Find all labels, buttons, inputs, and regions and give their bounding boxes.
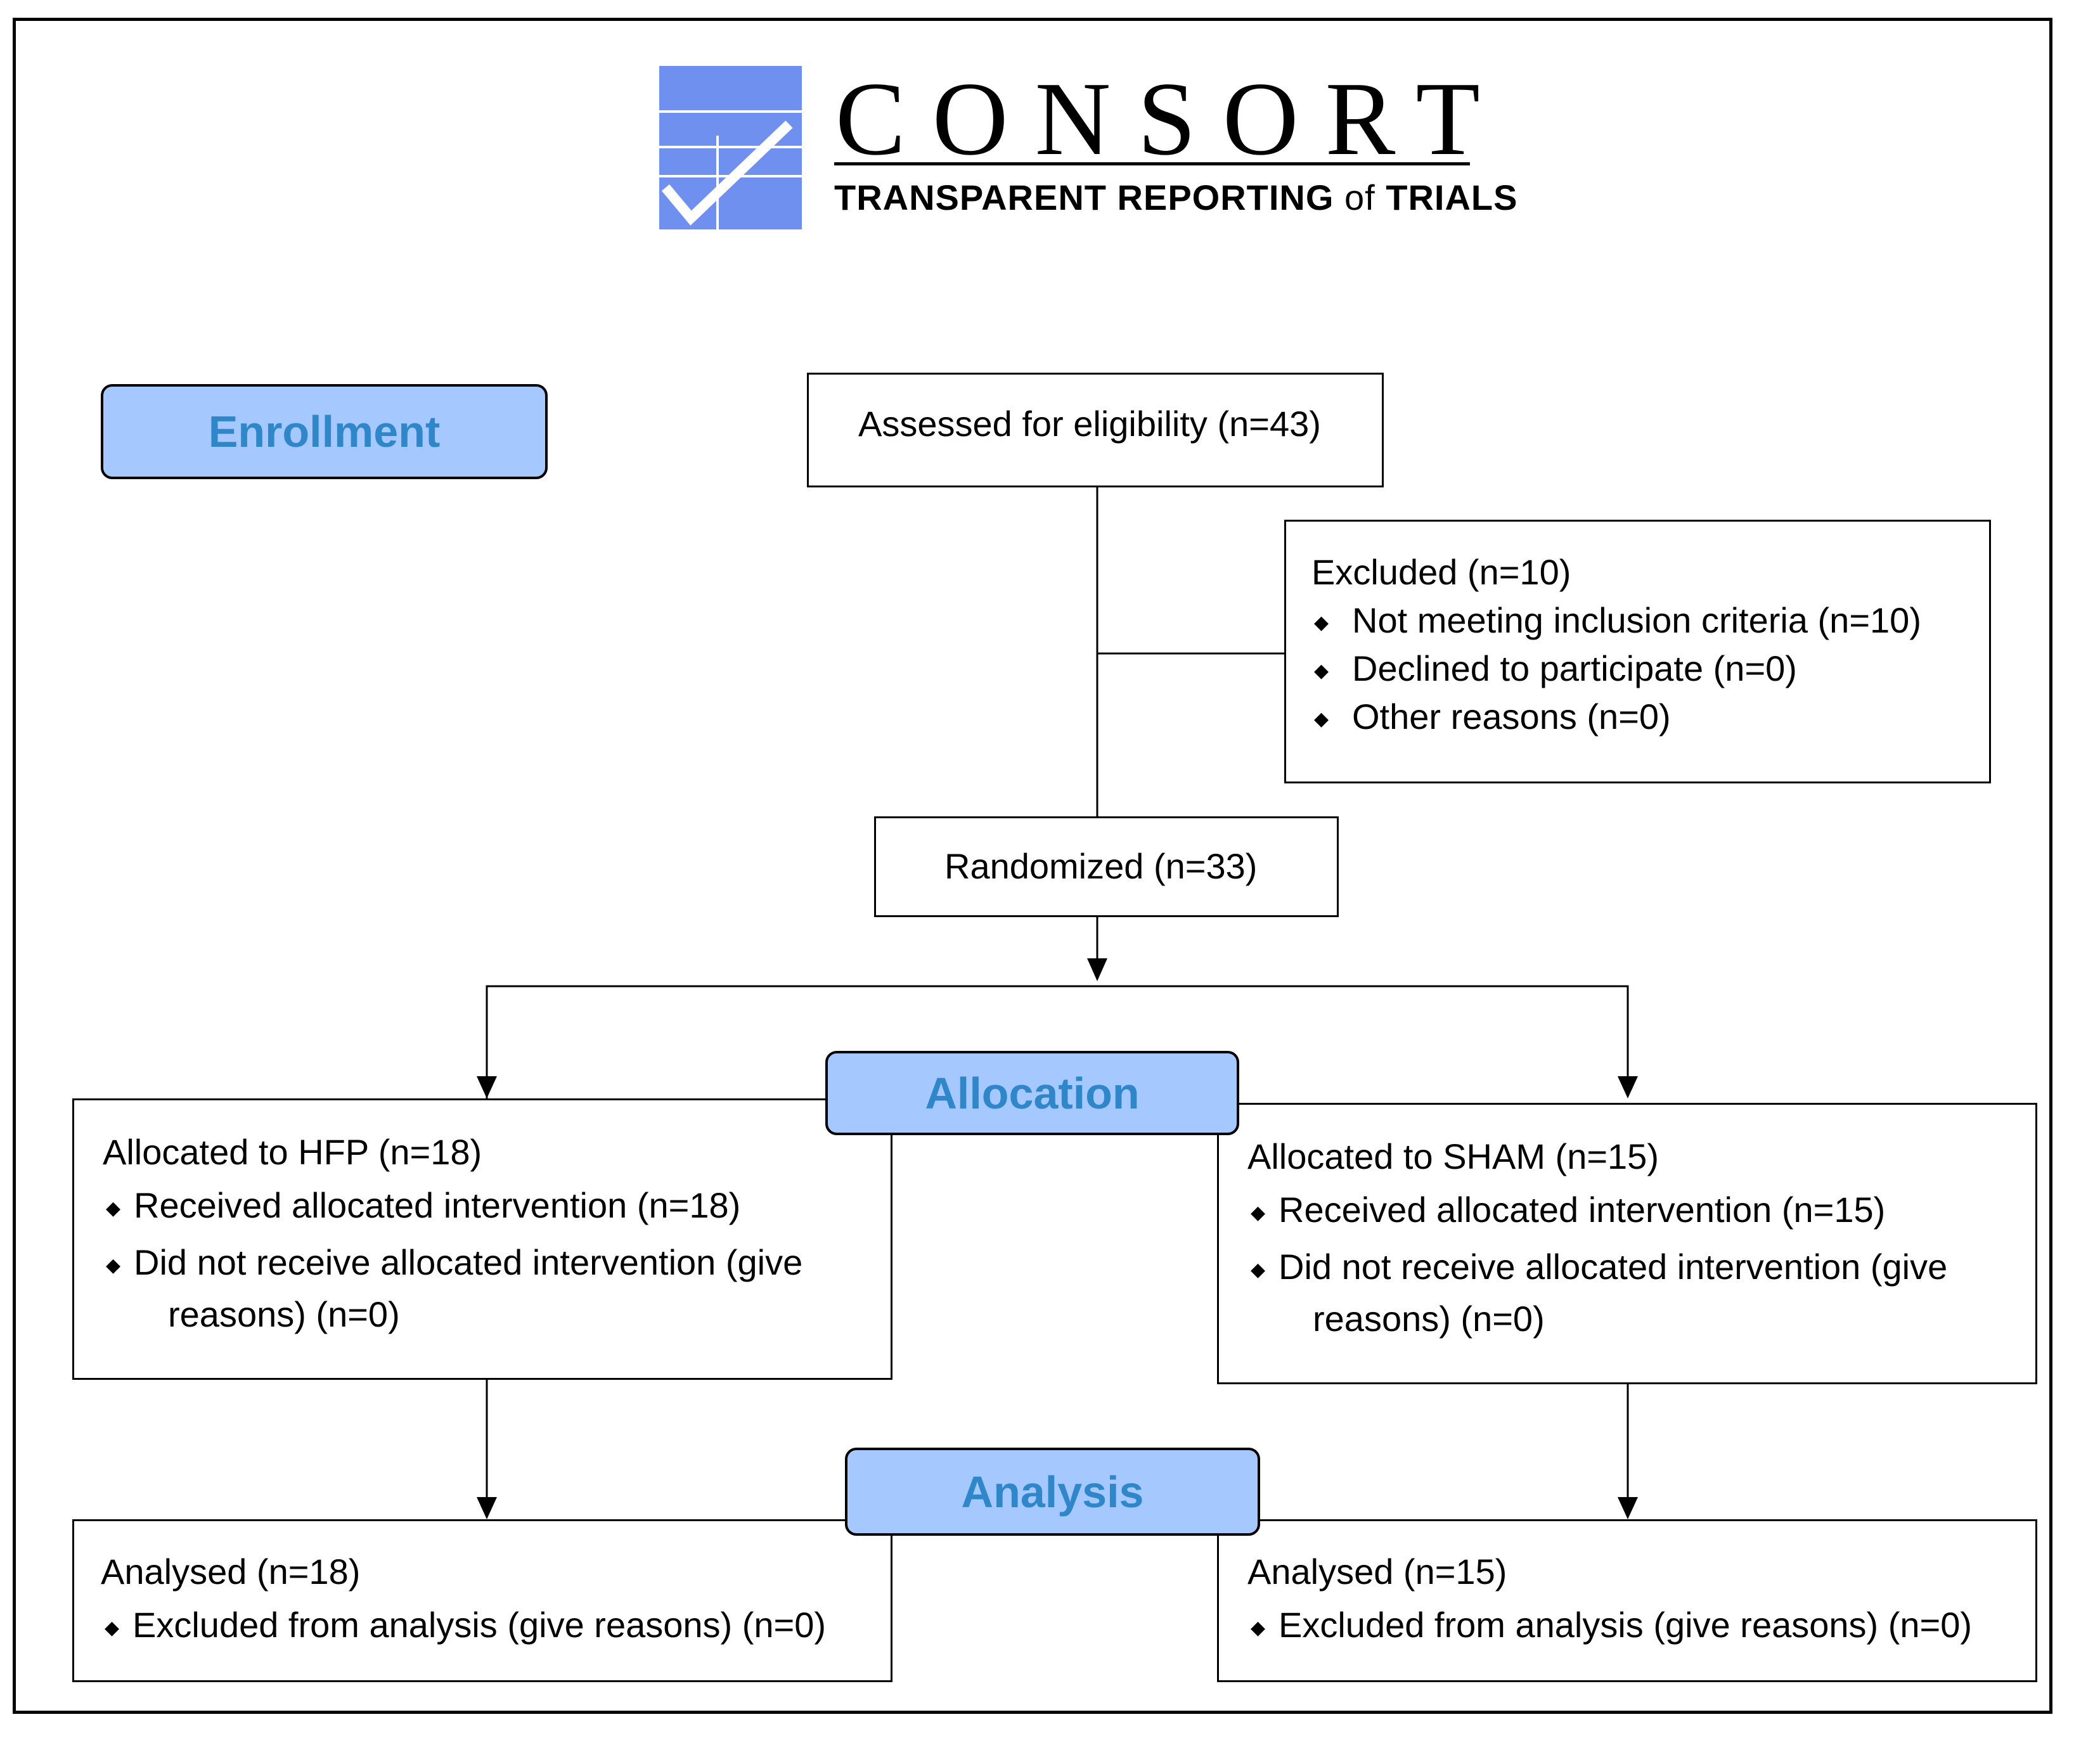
stage-allocation: Allocation — [825, 1051, 1239, 1135]
box-analysis-sham: Analysed (n=15) ◆ Excluded from analysis… — [1217, 1519, 2037, 1682]
sham-alloc-item-cont: reasons) (n=0) — [1313, 1299, 1545, 1339]
box-assessed: Assessed for eligibility (n=43) — [807, 373, 1384, 487]
consort-logo: CONSORT TRANSPARENT REPORTING of TRIALS — [659, 66, 1517, 237]
box-randomized: Randomized (n=33) — [874, 816, 1339, 917]
bullet-icon: ◆ — [1251, 1259, 1266, 1280]
hfp-analysis-item: Excluded from analysis (give reasons) (n… — [132, 1605, 827, 1645]
sham-alloc-item: Received allocated intervention (n=15) — [1279, 1190, 1886, 1230]
bullet-icon: ◆ — [1314, 612, 1329, 633]
tagline-part-of: of — [1344, 177, 1375, 217]
logo-divider — [834, 162, 1470, 165]
consort-logo-icon — [659, 66, 802, 229]
excluded-item: Declined to participate (n=0) — [1352, 648, 1797, 688]
excluded-item: Other reasons (n=0) — [1352, 697, 1671, 736]
tagline-part-a: TRANSPARENT REPORTING — [834, 177, 1334, 217]
arrow-to-sham — [1618, 1076, 1638, 1098]
sham-analysis-item: Excluded from analysis (give reasons) (n… — [1279, 1605, 1973, 1645]
stage-analysis: Analysis — [845, 1448, 1260, 1536]
assessed-text: Assessed for eligibility (n=43) — [858, 404, 1321, 444]
diagram-frame — [13, 18, 2052, 1714]
tagline-part-b: TRIALS — [1386, 177, 1518, 217]
excluded-item: Not meeting inclusion criteria (n=10) — [1352, 600, 1921, 640]
bullet-icon: ◆ — [106, 1198, 121, 1219]
bullet-icon: ◆ — [106, 1255, 121, 1276]
sham-alloc-title: Allocated to SHAM (n=15) — [1247, 1136, 1659, 1176]
sham-alloc-item: Did not receive allocated intervention (… — [1279, 1247, 1948, 1287]
consort-wordmark: CONSORT — [835, 60, 1507, 177]
bullet-icon: ◆ — [1251, 1202, 1266, 1223]
hfp-alloc-item-cont: reasons) (n=0) — [168, 1294, 400, 1334]
excluded-title: Excluded (n=10) — [1311, 552, 1571, 592]
box-analysis-hfp: Analysed (n=18) ◆ Excluded from analysis… — [72, 1519, 892, 1682]
hfp-analysis-title: Analysed (n=18) — [101, 1552, 361, 1592]
hfp-alloc-item: Did not receive allocated intervention (… — [134, 1242, 803, 1282]
arrow-hfp-analysis — [477, 1497, 497, 1519]
box-allocated-sham: Allocated to SHAM (n=15) ◆ Received allo… — [1217, 1103, 2037, 1384]
arrow-to-hfp — [477, 1076, 497, 1098]
box-allocated-hfp: Allocated to HFP (n=18) ◆ Received alloc… — [72, 1098, 892, 1380]
connector-branch — [486, 985, 1629, 1098]
bullet-icon: ◆ — [1314, 709, 1329, 730]
sham-analysis-title: Analysed (n=15) — [1247, 1552, 1507, 1592]
bullet-icon: ◆ — [105, 1618, 120, 1638]
bullet-icon: ◆ — [1314, 660, 1329, 681]
arrow-randomized-split — [1087, 958, 1107, 981]
randomized-text: Randomized (n=33) — [944, 846, 1258, 886]
stage-enrollment: Enrollment — [101, 384, 548, 479]
box-excluded: Excluded (n=10) ◆ Not meeting inclusion … — [1284, 520, 1991, 783]
arrow-sham-analysis — [1618, 1497, 1638, 1519]
hfp-alloc-title: Allocated to HFP (n=18) — [103, 1132, 482, 1172]
consort-tagline: TRANSPARENT REPORTING of TRIALS — [834, 180, 1517, 215]
hfp-alloc-item: Received allocated intervention (n=18) — [134, 1185, 741, 1225]
bullet-icon: ◆ — [1251, 1618, 1266, 1638]
